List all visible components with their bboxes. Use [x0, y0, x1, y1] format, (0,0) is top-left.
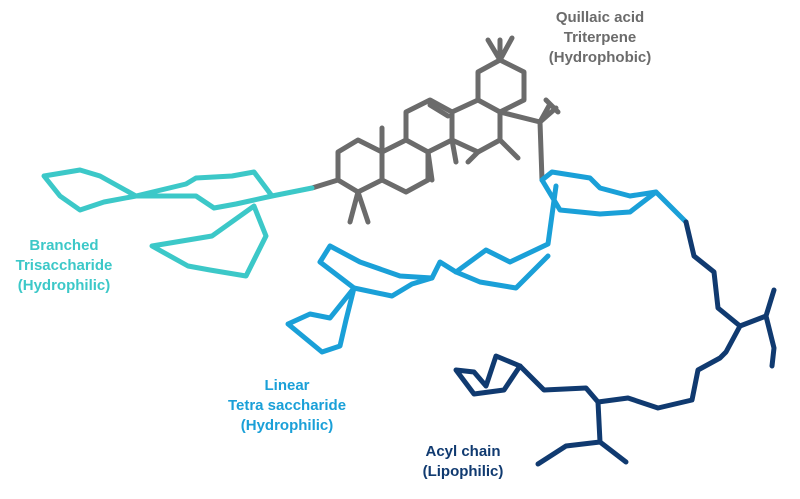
label-quillaic-line2: Triterpene: [563, 29, 637, 46]
label-acyl-chain: Acyl chain (Lipophilic): [398, 442, 528, 482]
label-branched-line1: Branched: [29, 237, 99, 254]
linear-tetrasaccharide: [285, 169, 689, 355]
triterpene-core: [309, 35, 561, 225]
label-branched-trisaccharide: Branched Trisaccharide (Hydrophilic): [0, 236, 128, 296]
label-linear-line2: Tetra saccharide: [227, 397, 347, 414]
label-branched-line3: (Hydrophilic): [17, 277, 111, 294]
label-linear-line3: (Hydrophilic): [240, 417, 334, 434]
label-quillaic-line1: Quillaic acid: [555, 9, 645, 26]
label-linear-line1: Linear: [264, 377, 310, 394]
label-acyl-line2: (Lipophilic): [422, 463, 504, 480]
acyl-chain: [453, 219, 777, 467]
label-quillaic-line3: (Hydrophobic): [548, 49, 652, 66]
label-quillaic-acid: Quillaic acid Triterpene (Hydrophobic): [530, 8, 670, 68]
label-acyl-line1: Acyl chain: [425, 443, 501, 460]
label-linear-tetrasaccharide: Linear Tetra saccharide (Hydrophilic): [212, 376, 362, 436]
label-branched-line2: Trisaccharide: [15, 257, 113, 274]
branched-trisaccharide: [41, 167, 315, 279]
